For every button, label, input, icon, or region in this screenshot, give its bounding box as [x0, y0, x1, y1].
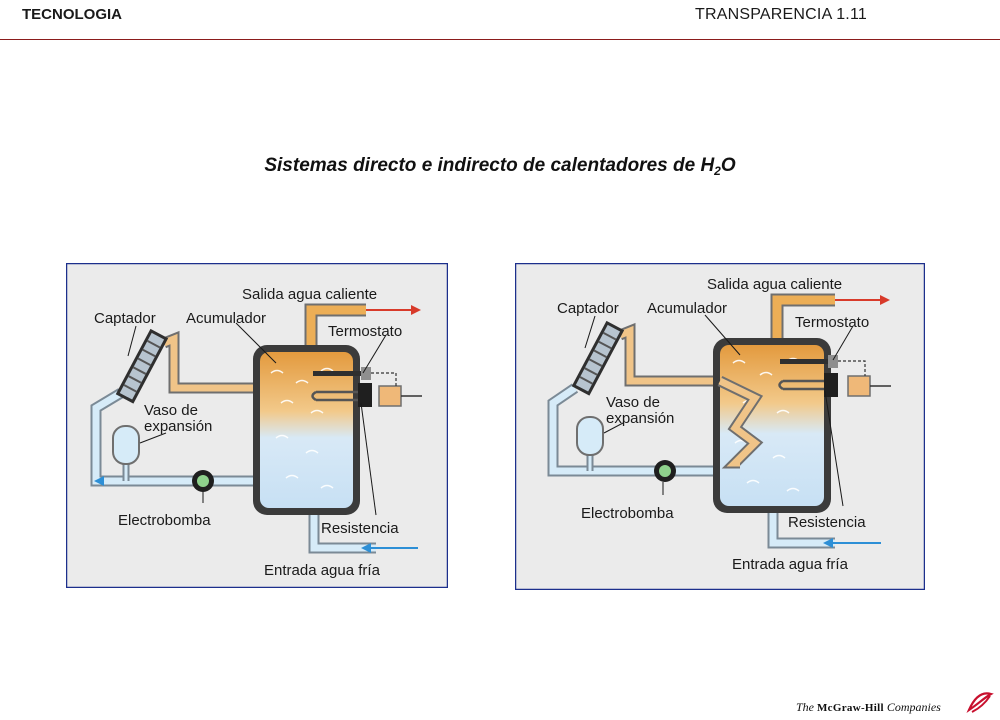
- publisher-wordmark: The McGraw-Hill Companies: [796, 700, 941, 715]
- resistance-coil: [311, 390, 358, 402]
- diagram-indirect-system: Salida agua caliente Captador Acumulador…: [515, 263, 925, 590]
- footer-companies: Companies: [886, 700, 941, 714]
- thermostat-probe: [780, 359, 830, 364]
- label-acumulador: Acumulador: [647, 300, 727, 317]
- footer-brand: McGraw-Hill: [817, 702, 884, 714]
- resistance-coil: [778, 379, 825, 391]
- label-salida-agua-caliente: Salida agua caliente: [707, 276, 842, 293]
- label-salida-agua-caliente: Salida agua caliente: [242, 286, 377, 303]
- label-expansion: expansión: [606, 410, 674, 427]
- label-termostato: Termostato: [795, 314, 869, 331]
- publisher-logo-icon: [966, 690, 994, 719]
- expansion-vessel: [576, 416, 604, 456]
- label-resistencia: Resistencia: [788, 514, 866, 531]
- thermostat-box: [847, 375, 871, 397]
- label-entrada-agua-fria: Entrada agua fría: [264, 562, 381, 579]
- label-vaso-de: Vaso de: [144, 402, 198, 419]
- header-slide-number: TRANSPARENCIA 1.11: [695, 6, 867, 23]
- label-electrobomba: Electrobomba: [581, 505, 674, 522]
- label-electrobomba: Electrobomba: [118, 512, 211, 529]
- collector-panel: [571, 320, 625, 396]
- label-captador: Captador: [94, 310, 156, 327]
- thermostat-box: [378, 385, 402, 407]
- footer-the: The: [796, 700, 814, 714]
- label-vaso-de: Vaso de: [606, 394, 660, 411]
- label-entrada-agua-fria: Entrada agua fría: [732, 556, 849, 573]
- slide-title: Sistemas directo e indirecto de calentad…: [0, 155, 1000, 178]
- label-termostato: Termostato: [328, 323, 402, 340]
- diagram-direct-system: Salida agua caliente Captador Acumulador…: [66, 263, 448, 588]
- return-arrow: [94, 476, 104, 486]
- header-subject: TECNOLOGIA: [22, 6, 122, 23]
- label-resistencia: Resistencia: [321, 520, 399, 537]
- header-divider: [0, 39, 1000, 40]
- label-captador: Captador: [557, 300, 619, 317]
- expansion-vessel: [112, 425, 140, 465]
- title-text: Sistemas directo e indirecto de calentad…: [264, 155, 715, 176]
- label-acumulador: Acumulador: [186, 310, 266, 327]
- title-subscript: 2: [714, 164, 721, 178]
- label-expansion: expansión: [144, 418, 212, 435]
- title-suffix: O: [720, 155, 736, 176]
- collector-panel: [115, 328, 169, 404]
- thermostat-probe: [313, 371, 363, 376]
